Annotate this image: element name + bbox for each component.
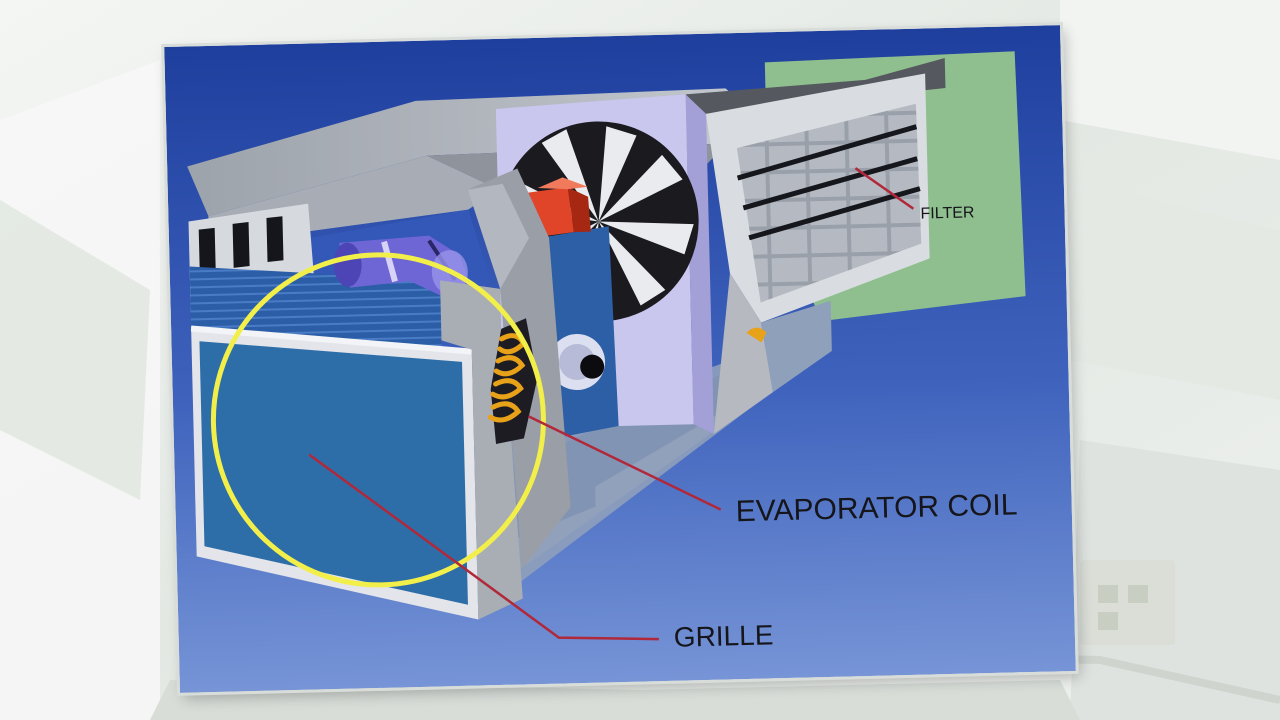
leader-lines	[308, 167, 915, 641]
evaporator-coil-label: EVAPORATOR COIL	[735, 488, 1017, 528]
pulley-icon	[549, 334, 606, 391]
ac-unit-diagram: FILTER EVAPORATOR COIL GRILLE	[164, 25, 1076, 693]
filter-label: FILTER	[920, 204, 974, 222]
filter-icon	[685, 57, 946, 434]
grille-label: GRILLE	[673, 619, 773, 652]
highlight-circle	[210, 252, 546, 588]
diagram-card: FILTER EVAPORATOR COIL GRILLE	[164, 25, 1076, 693]
